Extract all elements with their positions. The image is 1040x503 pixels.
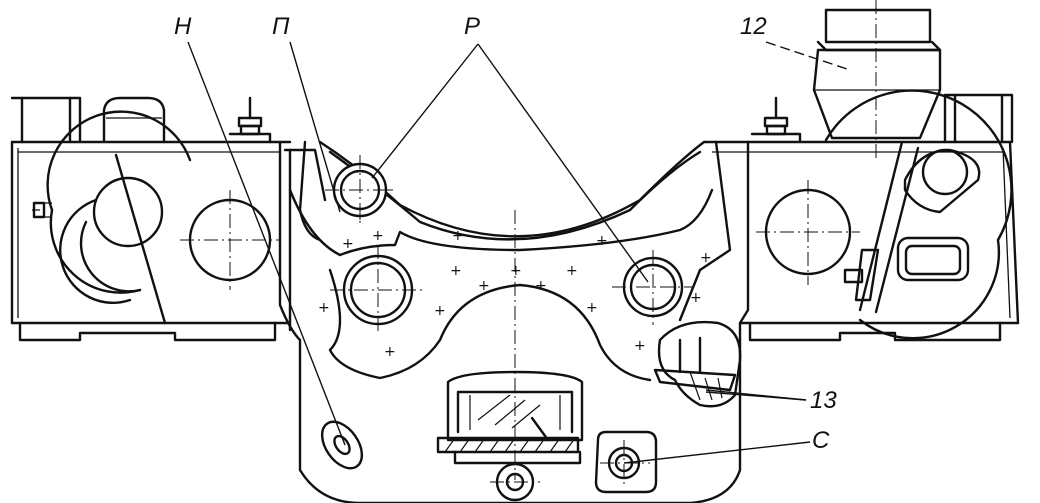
label-13: 13 <box>810 387 837 414</box>
leader-lines <box>187 41 851 464</box>
fittings-c <box>320 420 658 494</box>
label-p: П <box>272 13 290 40</box>
rollers-p <box>325 155 395 225</box>
lower-housing <box>436 370 584 502</box>
svg-text:+: + <box>690 290 702 306</box>
svg-text:+: + <box>450 263 462 279</box>
component-13 <box>653 320 742 408</box>
right-wheel <box>756 89 1013 340</box>
svg-text:+: + <box>452 228 464 244</box>
svg-text:+: + <box>586 300 598 316</box>
svg-text:+: + <box>478 278 490 294</box>
svg-text:+: + <box>372 228 384 244</box>
svg-text:+: + <box>535 278 547 294</box>
svg-text:+: + <box>318 300 330 316</box>
hopper-12 <box>812 0 942 160</box>
callout-labels: Н П Р 12 13 С <box>174 13 837 454</box>
svg-text:+: + <box>384 344 396 360</box>
label-h: Н <box>174 13 192 40</box>
svg-text:+: + <box>434 303 446 319</box>
rivet-marks: + + + + + + + + + + + + + + + + <box>318 228 712 360</box>
svg-text:+: + <box>634 338 646 354</box>
svg-text:+: + <box>566 263 578 279</box>
svg-text:+: + <box>700 250 712 266</box>
label-r: Р <box>464 13 480 40</box>
label-c: С <box>812 427 830 454</box>
right-top-bosses <box>750 93 1014 144</box>
svg-text:+: + <box>342 236 354 252</box>
left-top-bosses <box>10 96 272 144</box>
svg-text:+: + <box>510 263 522 279</box>
label-12: 12 <box>740 13 767 40</box>
svg-text:+: + <box>596 233 608 249</box>
left-wheel <box>32 110 280 325</box>
main-beam <box>10 140 1020 342</box>
